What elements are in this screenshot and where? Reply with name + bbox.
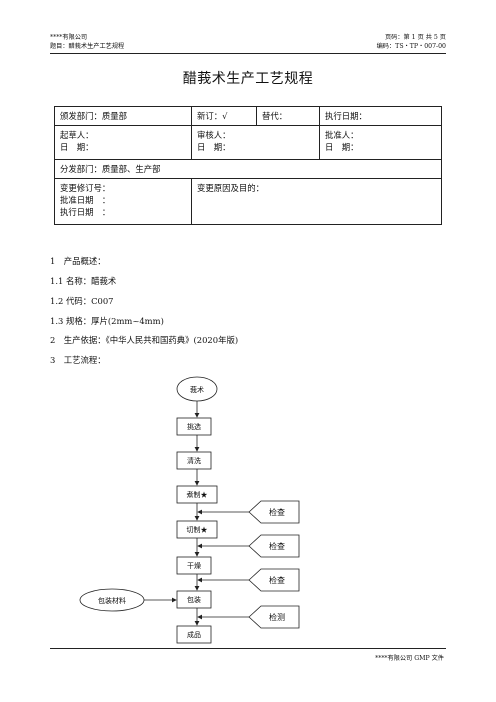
drafter: 起草人： [60, 130, 94, 140]
header-doc-code: 编码：TS・TP・007-00 [376, 43, 446, 50]
footer-rule [50, 648, 446, 649]
approver-cell: 批准人： 日 期： [319, 125, 442, 160]
approver-date: 日 期： [325, 142, 359, 152]
section-1-2: 1.2 代码：C007 [50, 296, 114, 306]
check-label-3: 检查 [269, 575, 285, 585]
rev-no: 变更修订号： [60, 183, 111, 193]
check-label-1: 检查 [269, 507, 285, 517]
section-2: 2 生产依据：《中华人民共和国药典》(2020年版) [50, 335, 239, 345]
header-page-info: 页码：第 1 页 共 5 页 [384, 34, 446, 41]
header-doc-title: 题目：醋莪术生产工艺规程 [50, 43, 125, 50]
section-1-1: 1.1 名称：醋莪术 [50, 276, 117, 286]
material-label: 包装材料 [98, 596, 126, 605]
check-pentagon-3 [248, 568, 300, 592]
page-title: 醋莪术生产工艺规程 [182, 71, 314, 87]
section-1-3: 1.3 规格：厚片(2mm~4mm) [50, 316, 164, 326]
check-pentagon-1 [248, 500, 300, 524]
step-box-pack [176, 590, 212, 609]
change-reason: 变更原因及目的： [191, 178, 442, 225]
header-rule [50, 53, 446, 54]
approve-date: 批准日期 ： [60, 195, 111, 205]
step-pack: 包装 [187, 595, 201, 604]
revision-cell: 变更修订号： 批准日期 ： 执行日期 ： [54, 178, 192, 225]
reviewer-cell: 审核人： 日 期： [191, 125, 320, 160]
start-label: 莪术 [190, 385, 204, 394]
check-label-4: 检测 [269, 612, 285, 622]
exec-date-2: 执行日期 ： [60, 207, 111, 217]
step-dry: 干燥 [187, 561, 201, 570]
header-company: ****有限公司 [50, 34, 88, 41]
step-pick: 挑选 [187, 422, 201, 431]
step-wash: 清洗 [187, 456, 201, 465]
reviewer-date: 日 期： [197, 142, 231, 152]
section-1: 1 产品概述： [50, 256, 106, 266]
footer-text: ****有限公司 GMP 文件 [375, 655, 444, 662]
step-boil: 煮制★ [187, 490, 208, 499]
drafter-date: 日 期： [60, 142, 94, 152]
step-box-wash [176, 451, 212, 470]
step-product: 成品 [187, 630, 201, 639]
section-3: 3 工艺流程： [50, 355, 106, 365]
approver: 批准人： [325, 130, 359, 140]
check-label-2: 检查 [269, 541, 285, 551]
check-pentagon-4 [248, 605, 300, 629]
reviewer: 审核人： [197, 130, 231, 140]
check-pentagon-2 [248, 534, 300, 558]
step-box-product [176, 625, 212, 644]
step-box-pick [176, 417, 212, 436]
step-cut: 切制★ [187, 525, 208, 534]
info-table: 颁发部门：质量部 新订：√ 替代： 执行日期： 起草人：日 期： 审核人：日 期… [54, 106, 442, 225]
step-box-dry [176, 556, 212, 575]
